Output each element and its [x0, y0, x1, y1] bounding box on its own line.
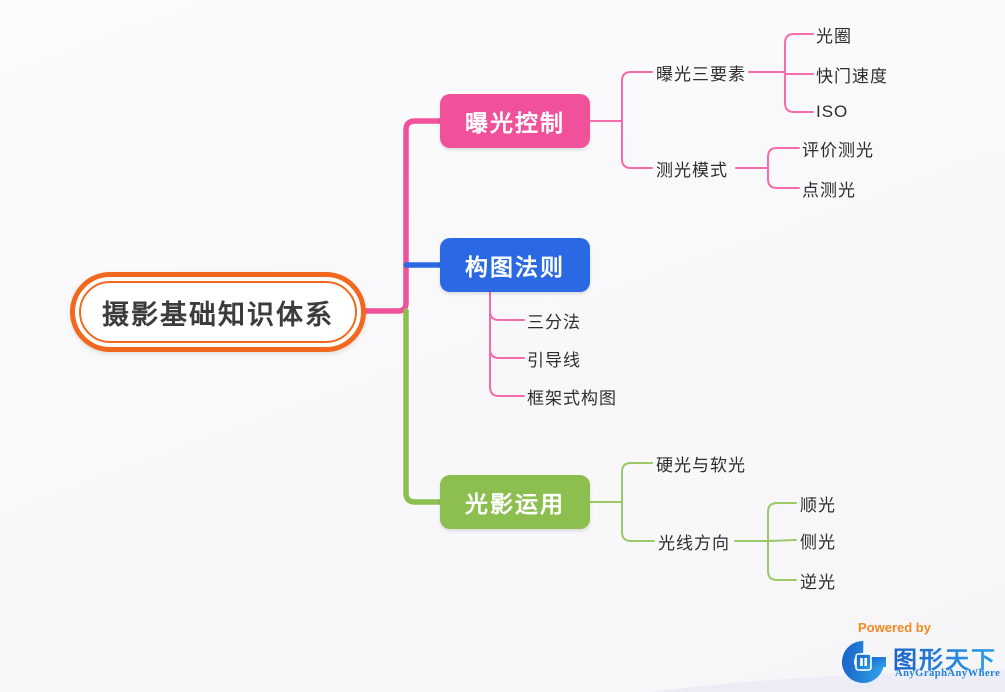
subtopic-exposure-triangle[interactable]: 曝光三要素	[656, 64, 746, 84]
subtopic-metering-mode[interactable]: 测光模式	[656, 160, 728, 180]
leaf-topic-spot-metering[interactable]: 点测光	[802, 180, 856, 200]
leaf-topic-front-light[interactable]: 顺光	[800, 495, 836, 515]
brand-logo-icon[interactable]	[841, 638, 888, 685]
leaf-topic-rule-of-thirds[interactable]: 三分法	[527, 312, 581, 332]
logo-g-mark	[842, 641, 886, 683]
trunk-pink-connector	[361, 118, 444, 314]
subtopic-hard-soft-light[interactable]: 硬光与软光	[656, 455, 746, 475]
leaf-topic-evaluative-metering[interactable]: 评价测光	[802, 140, 874, 160]
root-topic-inner-ring: 摄影基础知识体系	[79, 281, 357, 343]
leaf-topic-iso[interactable]: ISO	[816, 102, 849, 121]
branch-topic-label: 构图法则	[465, 254, 565, 280]
leaf-topic-leading-lines[interactable]: 引导线	[527, 350, 581, 370]
leaf-topic-back-light[interactable]: 逆光	[800, 572, 836, 592]
leaf-topic-frame-composition[interactable]: 框架式构图	[527, 388, 617, 408]
branch-topic-label: 光影运用	[465, 491, 565, 517]
root-topic[interactable]: 摄影基础知识体系	[70, 272, 366, 352]
branch-topic-exposure-control[interactable]: 曝光控制	[440, 94, 590, 148]
trunk-green-connector	[403, 308, 444, 505]
subtopic-light-direction[interactable]: 光线方向	[658, 533, 730, 553]
leaf-topic-shutter-speed[interactable]: 快门速度	[816, 66, 888, 86]
leaf-topic-aperture[interactable]: 光圈	[816, 26, 852, 46]
powered-by-text: Powered by	[858, 620, 931, 635]
brand-name-text[interactable]: 图形天下	[893, 640, 997, 675]
composition-children-connector	[489, 291, 525, 397]
light-children-connector	[587, 462, 797, 581]
root-topic-label: 摄影基础知识体系	[102, 299, 334, 330]
branch-topic-composition-rules[interactable]: 构图法则	[440, 238, 590, 292]
branch-topic-label: 曝光控制	[465, 110, 565, 136]
branch-topic-light-usage[interactable]: 光影运用	[440, 475, 590, 529]
leaf-topic-side-light[interactable]: 侧光	[800, 532, 836, 552]
brand-tagline-text: AnyGraphAnyWhere	[895, 668, 1001, 679]
